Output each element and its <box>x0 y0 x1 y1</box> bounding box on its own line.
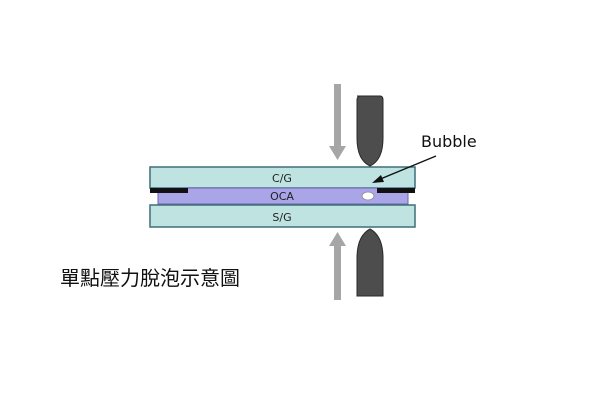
left-edge-strip <box>150 188 188 193</box>
bottom-pressure-probe-icon <box>356 228 384 297</box>
bubble <box>361 191 375 201</box>
oca-layer <box>157 187 409 205</box>
bubble-label: Bubble <box>421 132 477 151</box>
right-edge-strip <box>377 188 415 193</box>
sensor-glass-layer <box>149 204 416 228</box>
sensor-glass-label: S/G <box>272 211 291 224</box>
cover-glass-label: C/G <box>272 172 292 185</box>
diagram-caption: 單點壓力脫泡示意圖 <box>60 266 240 290</box>
oca-label: OCA <box>270 190 294 203</box>
up-arrow-icon <box>329 232 346 300</box>
down-arrow-icon <box>329 84 346 160</box>
bubble-pointer-arrow <box>372 155 437 183</box>
top-pressure-probe-icon <box>356 95 384 167</box>
